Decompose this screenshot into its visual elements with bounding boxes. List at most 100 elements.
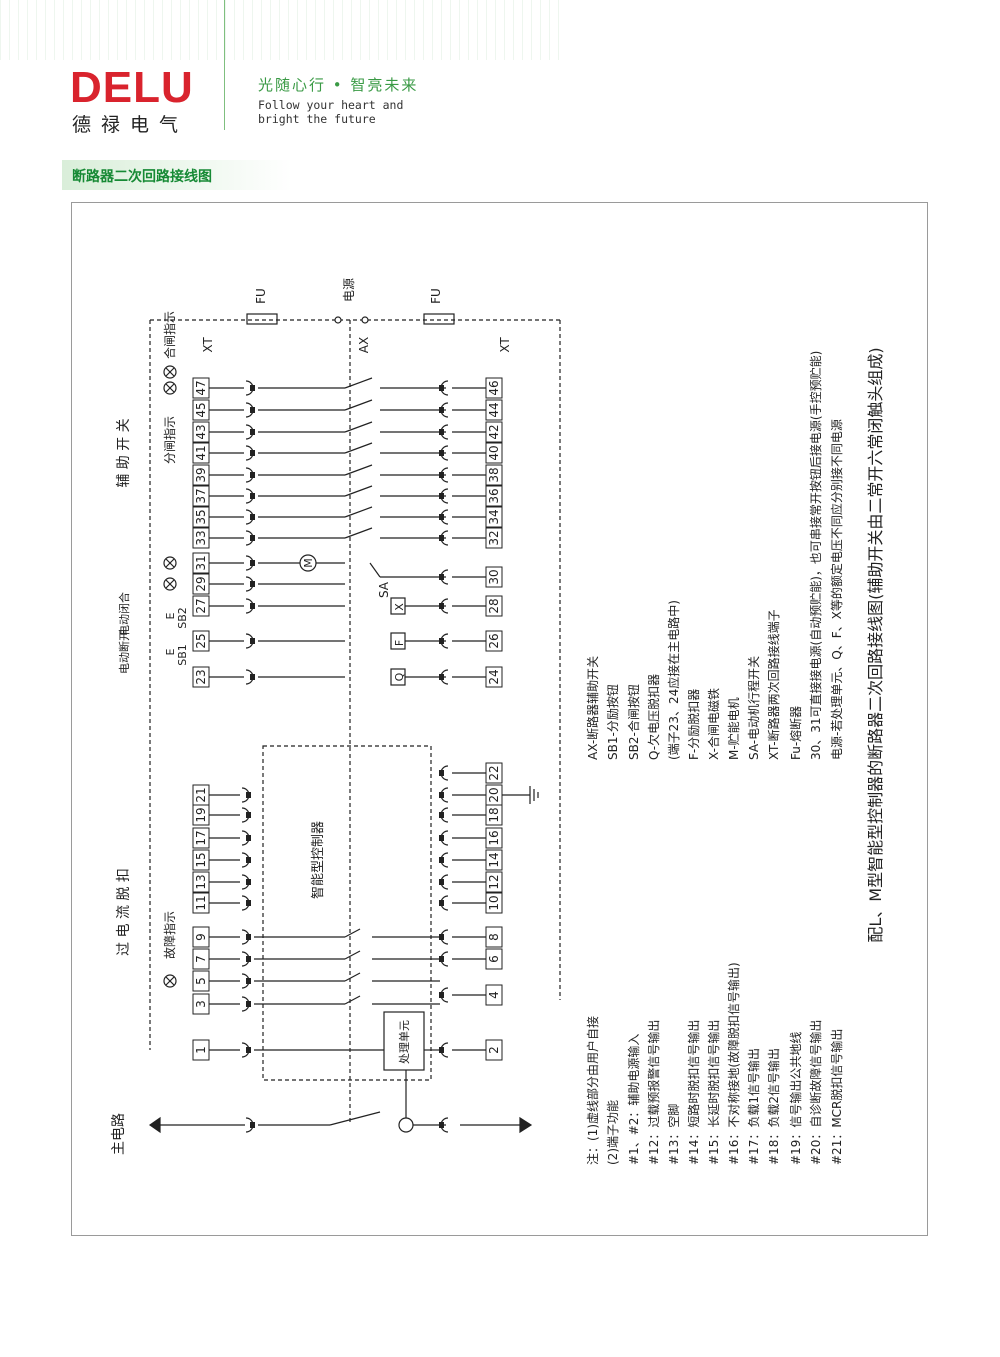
terminal-right: 30 (485, 566, 503, 588)
terminal-box (485, 1039, 503, 1061)
wire (329, 1111, 381, 1126)
terminal-box (485, 984, 503, 1006)
terminal-number: 47 (194, 380, 208, 395)
legend-note: #15：长延时脱扣信号输出 (706, 1020, 721, 1165)
terminal-box (485, 762, 503, 784)
terminal-box (485, 421, 503, 443)
legend-note: #14：短路时脱扣信号输出 (686, 1020, 701, 1165)
label-coil-f: F (393, 640, 406, 646)
terminal-box (485, 892, 503, 914)
wire (165, 579, 175, 589)
terminal-right: 20 (485, 784, 503, 806)
label-motor: M (302, 558, 315, 568)
terminal-number: 23 (194, 669, 208, 684)
label-xt-left: XT (201, 337, 215, 353)
section-title: 断路器二次回路接线图 (72, 169, 212, 185)
label-aux-switch: 辅 助 开 关 (116, 418, 132, 487)
terminal-box (485, 399, 503, 421)
wire (344, 464, 373, 476)
terminal-number: 43 (194, 424, 208, 439)
terminal-left: 39 (192, 464, 210, 486)
terminal-right: 6 (485, 948, 503, 970)
terminal-left: 27 (192, 595, 210, 617)
terminal-number: 18 (487, 807, 501, 822)
legend-component: SB2-合闸按钮 (626, 684, 641, 760)
terminal-number: 11 (194, 895, 208, 910)
connector-pin (250, 450, 255, 456)
terminal-right: 34 (485, 506, 503, 528)
terminal-number: 40 (487, 445, 501, 460)
terminal-box (192, 926, 210, 948)
terminal-number: 34 (487, 509, 501, 524)
terminal-number: 2 (487, 1046, 501, 1054)
terminal-right: 18 (485, 804, 503, 826)
terminal-left: 19 (192, 804, 210, 826)
terminal-box (485, 506, 503, 528)
terminal-number: 15 (194, 852, 208, 867)
terminal-box (485, 595, 503, 617)
terminal-box (192, 827, 210, 849)
terminal-right: 4 (485, 984, 503, 1006)
label-elec-close: 电动闭合 (117, 592, 131, 636)
terminal-left: 13 (192, 871, 210, 893)
terminal-right: 44 (485, 399, 503, 421)
wire (344, 527, 373, 539)
terminal-box (485, 630, 503, 652)
label-e2: E (164, 612, 177, 619)
terminal-number: 46 (487, 380, 501, 395)
terminal-right: 42 (485, 421, 503, 443)
terminal-box (192, 630, 210, 652)
terminal-left: 23 (192, 666, 210, 688)
header-divider (224, 0, 225, 130)
legend-note: #20：自诊断故障信号输出 (808, 1020, 823, 1165)
legend-note: #16：不对称接地(故障脱扣信号输出) (726, 962, 741, 1165)
slogan-en: Follow your heart and bright the future (258, 98, 403, 126)
terminal-number: 13 (194, 874, 208, 889)
wire (344, 972, 361, 982)
terminal-box (485, 804, 503, 826)
connector-pin (439, 879, 444, 885)
terminal-box (192, 892, 210, 914)
terminal-left: 47 (192, 377, 210, 399)
connector-pin (246, 1047, 251, 1053)
slogan-en-line1: Follow your heart and (258, 98, 404, 112)
wire (165, 558, 175, 568)
terminal-box (192, 399, 210, 421)
terminal-left: 3 (192, 993, 210, 1015)
connector-pin (439, 493, 444, 499)
wire (344, 442, 373, 454)
legend-note: #19：信号输出公共地线 (788, 1032, 803, 1165)
connector-pin (439, 1122, 444, 1128)
wire (369, 562, 381, 578)
processing-unit-box (383, 1011, 425, 1071)
terminal-number: 31 (194, 555, 208, 570)
label-coil-q: Q (393, 672, 406, 681)
connector-pin (439, 429, 444, 435)
legend-component: AX-断路器辅助开关 (585, 656, 600, 760)
terminal-number: 5 (194, 977, 208, 985)
terminal-right: 16 (485, 827, 503, 849)
label-open-indicator: 分闸指示 (162, 416, 177, 464)
legend-note: 注：(1)虚线部分由用户自接 (585, 1016, 600, 1165)
diagram-caption: 配L、M型智能型控制器的断路器二次回路接线图(辅助开关由二常开六常闭触头组成) (866, 347, 885, 942)
terminal-box (192, 948, 210, 970)
terminal-box (192, 595, 210, 617)
connector-pin (439, 514, 444, 520)
connector-pin (250, 493, 255, 499)
connector-pin (246, 978, 251, 984)
terminal-left: 21 (192, 784, 210, 806)
terminal-left: 31 (192, 552, 210, 574)
terminal-box (485, 485, 503, 507)
terminal-box (485, 566, 503, 588)
fuse-right (423, 313, 455, 325)
current-transformer (398, 1117, 414, 1133)
brand-logo: DELU (70, 63, 194, 112)
connector-pin (439, 1047, 444, 1053)
label-controller: 智能型控制器 (311, 821, 326, 899)
terminal-box (192, 442, 210, 464)
terminal-box (485, 948, 503, 970)
terminal-left: 43 (192, 421, 210, 443)
terminal-left: 37 (192, 485, 210, 507)
label-close-indicator: 合闸指示 (162, 311, 177, 359)
label-processing-unit: 处理单元 (398, 1020, 411, 1064)
